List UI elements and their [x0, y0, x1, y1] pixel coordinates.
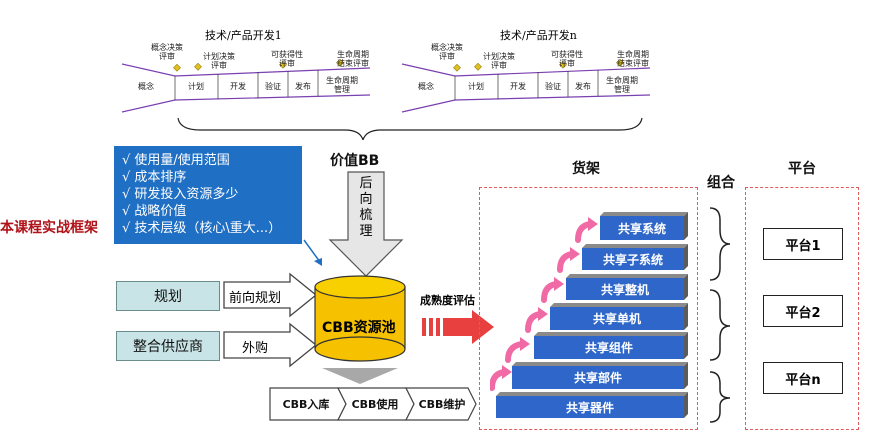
milestone-label: 生命周期结束评审 — [337, 50, 369, 68]
shelf-step-part: 共享部件 — [573, 371, 622, 385]
milestone-label: 计划决策评审 — [203, 52, 235, 70]
criteria-item: √ 战略价值 — [122, 204, 187, 219]
pool-down-arrow — [322, 368, 398, 384]
shelf-title: 货架 — [572, 161, 600, 177]
timeline-title-1: 技术/产品开发1 — [205, 29, 282, 42]
milestone-label: 概念决策评审 — [431, 43, 463, 61]
phase-label: 发布 — [295, 82, 311, 91]
framework-label: 本课程实战框架 — [0, 220, 98, 236]
phase-label: 生命周期管理 — [326, 76, 358, 94]
phase-label: 计划 — [188, 82, 204, 91]
forward-planning-label: 前向规划 — [229, 291, 282, 306]
criteria-item: √ 使用量/使用范围 — [122, 153, 230, 168]
brace — [177, 117, 643, 140]
shelf-step-device: 共享器件 — [565, 400, 614, 415]
reverse-arrow — [328, 171, 404, 277]
process-step-use: CBB使用 — [351, 398, 399, 411]
maturity-label: 成熟度评估 — [420, 294, 475, 307]
criteria-item: √ 成本排序 — [122, 170, 187, 185]
platform-1: 平台1 — [763, 228, 843, 260]
maturity-arrow — [422, 310, 494, 344]
shelf-step-component: 共享组件 — [584, 341, 633, 355]
phase-label: 发布 — [575, 82, 591, 91]
value-label: 价值BB — [330, 153, 380, 169]
cbb-pool-label: CBB资源池 — [322, 320, 396, 336]
shelf-step-unit: 共享单机 — [592, 312, 641, 326]
milestone-label: 计划决策评审 — [483, 52, 515, 70]
milestone-label: 可获得性评审 — [271, 50, 303, 68]
platform-n: 平台n — [763, 362, 843, 394]
timeline-1 — [121, 58, 651, 140]
shelf-step-system: 共享系统 — [617, 221, 666, 236]
platform-frame — [745, 187, 859, 430]
timeline-title-n: 技术/产品开发n — [500, 29, 577, 42]
criteria-box: √ 使用量/使用范围 √ 成本排序 √ 研发投入资源多少 √ 战略价值 √ 技术… — [114, 146, 302, 244]
phase-label: 计划 — [468, 82, 484, 91]
phase-label: 开发 — [230, 82, 246, 91]
platform-2: 平台2 — [763, 295, 843, 327]
process-step-maintain: CBB维护 — [418, 398, 466, 411]
shelf-frame — [479, 187, 698, 430]
planning-box: 规划 — [116, 281, 220, 311]
phase-label: 生命周期管理 — [606, 76, 638, 94]
milestone-label: 可获得性评审 — [551, 50, 583, 68]
process-chevrons — [269, 387, 477, 421]
input-arrows — [223, 272, 318, 368]
pointer-arrow — [303, 239, 322, 266]
platform-title: 平台 — [788, 161, 816, 177]
shelf-step-machine: 共享整机 — [600, 282, 649, 297]
phase-label: 验证 — [265, 82, 281, 91]
cbb-pool-cylinder — [314, 275, 406, 362]
combo-title: 组合 — [707, 175, 735, 191]
phase-label: 概念 — [138, 82, 154, 91]
process-step-ingest: CBB入库 — [282, 398, 330, 411]
reverse-arrow-text: 后 向 梳 理 — [359, 176, 373, 239]
milestone-label: 生命周期结束评审 — [617, 50, 649, 68]
criteria-item: √ 技术层级（核心\重大...） — [122, 221, 282, 236]
shelf-step-subsystem: 共享子系统 — [602, 252, 663, 267]
supplier-box: 整合供应商 — [116, 331, 220, 361]
phase-label: 概念 — [418, 82, 434, 91]
shelf-steps — [490, 212, 688, 418]
phase-label: 验证 — [545, 82, 561, 91]
outsource-label: 外购 — [242, 341, 269, 356]
phase-label: 开发 — [510, 82, 526, 91]
combo-braces — [709, 207, 731, 423]
criteria-item: √ 研发投入资源多少 — [122, 187, 239, 202]
milestone-label: 概念决策评审 — [151, 43, 183, 61]
